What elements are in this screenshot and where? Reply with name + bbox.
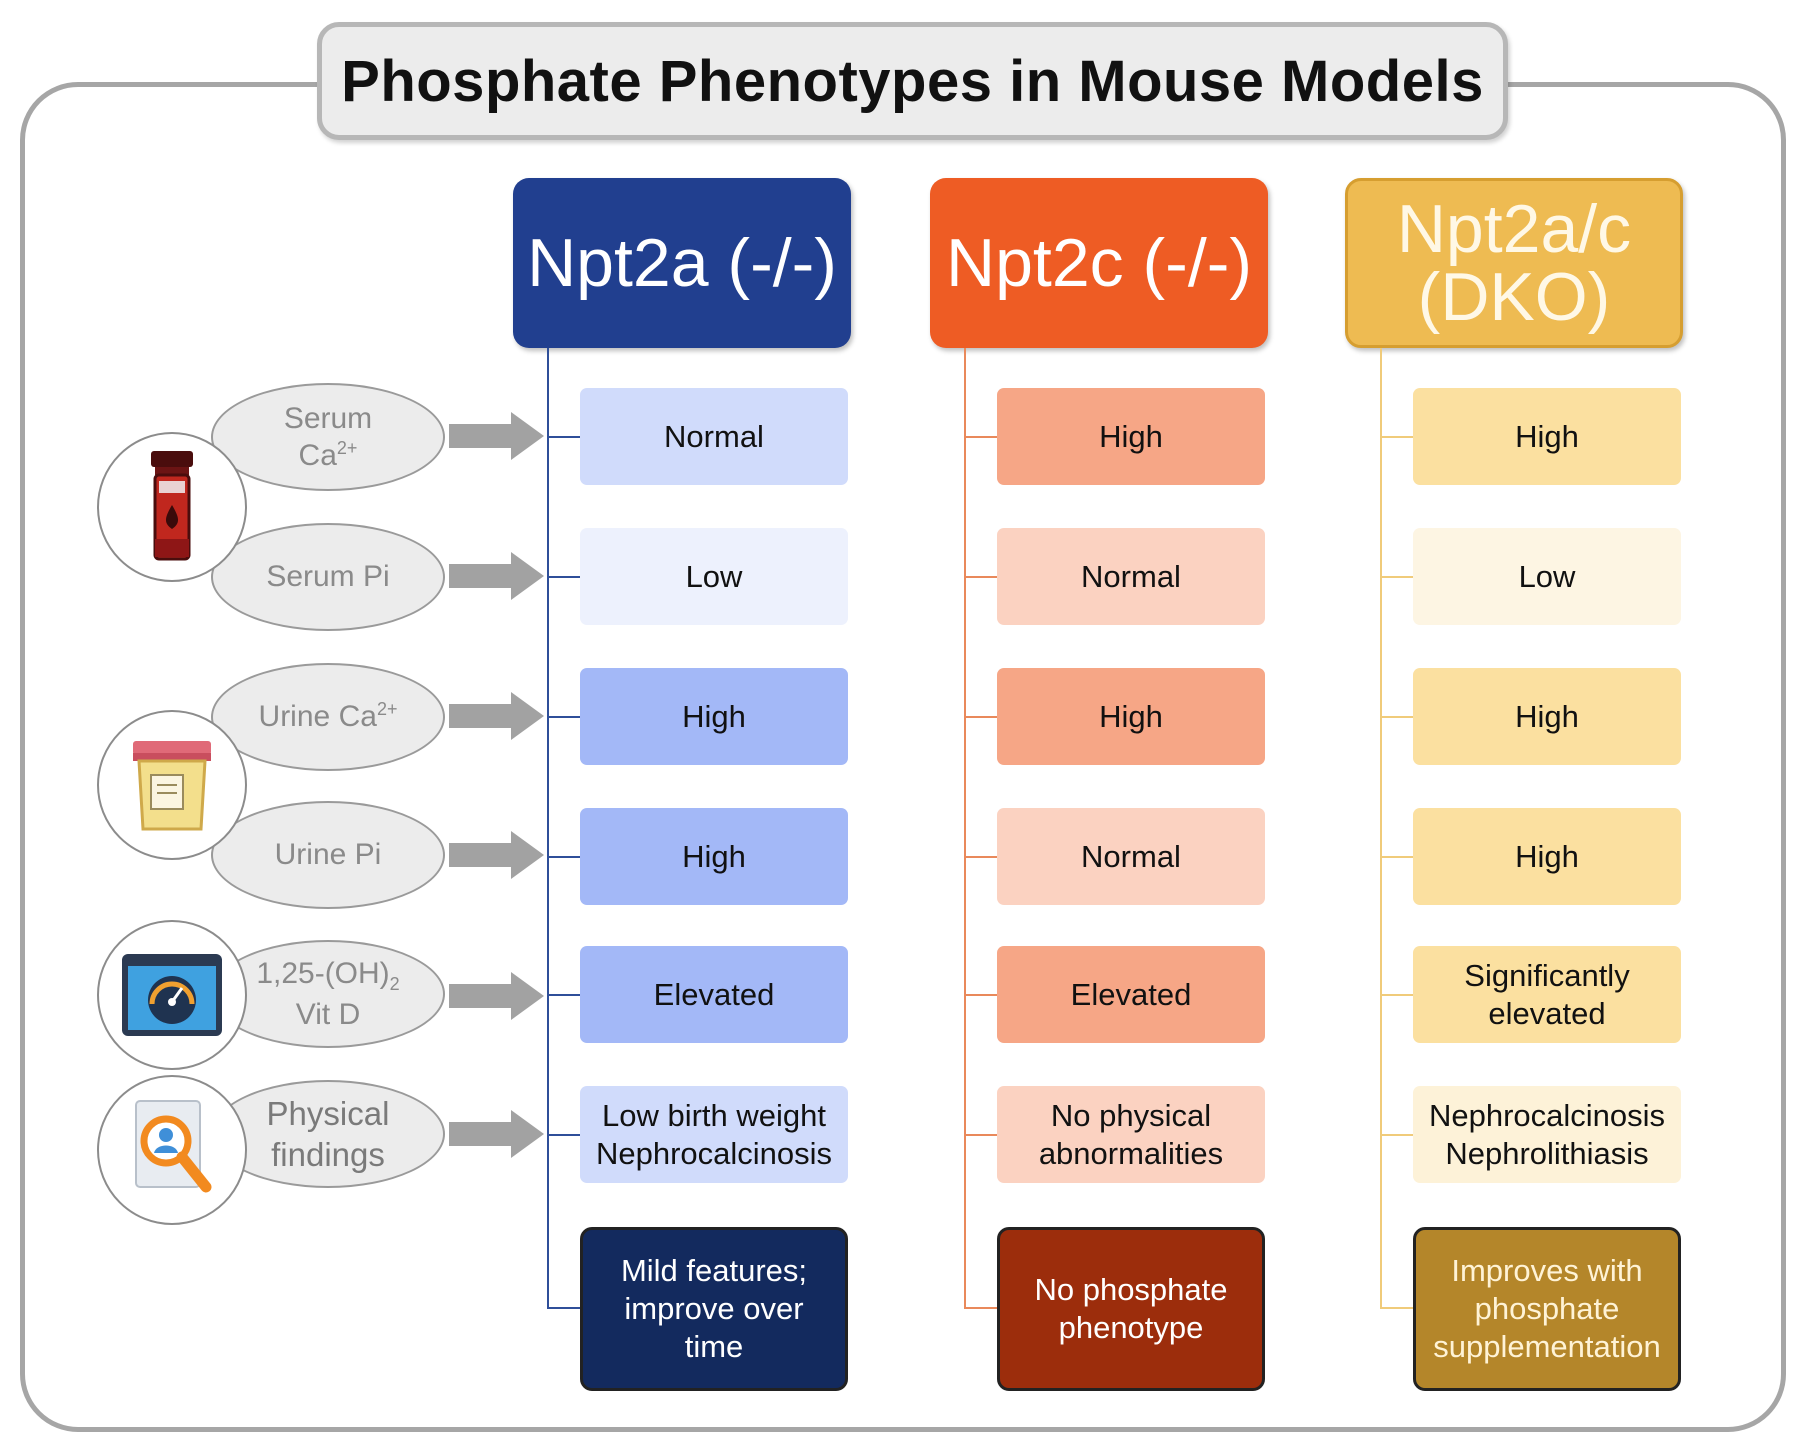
column-header-npt2a: Npt2a (-/-)	[513, 178, 851, 348]
arrow-serum-pi	[449, 552, 544, 600]
summary-box-npt2a: Mild features; improve over time	[580, 1227, 848, 1391]
phenotype-cell-npt2a: High	[580, 808, 848, 905]
summary-box-npt2c: No phosphate phenotype	[997, 1227, 1265, 1391]
title-box: Phosphate Phenotypes in Mouse Models	[317, 22, 1508, 140]
arrow-urine-ca	[449, 692, 544, 740]
tree-branch	[964, 994, 997, 996]
summary-box-dko: Improves with phosphate supplementation	[1413, 1227, 1681, 1391]
tree-branch	[964, 856, 997, 858]
blood-tube-circle	[97, 432, 247, 582]
phenotype-cell-npt2a: Normal	[580, 388, 848, 485]
phenotype-cell-dko: Low	[1413, 528, 1681, 625]
phenotype-cell-dko: High	[1413, 808, 1681, 905]
phenotype-cell-dko: Nephrocalcinosis Nephrolithiasis	[1413, 1086, 1681, 1183]
tree-branch	[964, 716, 997, 718]
tree-branch	[964, 576, 997, 578]
phenotype-cell-npt2a: Elevated	[580, 946, 848, 1043]
phenotype-cell-dko: Significantly elevated	[1413, 946, 1681, 1043]
magnifier-report-icon	[135, 1100, 212, 1193]
gauge-screen-icon	[122, 954, 222, 1036]
phenotype-cell-dko: High	[1413, 668, 1681, 765]
arrow-vit-d	[449, 972, 544, 1020]
tree-branch	[1380, 576, 1413, 578]
urine-cup-icon	[133, 741, 211, 831]
tree-branch	[547, 856, 580, 858]
arrow-serum-ca	[449, 412, 544, 460]
phenotype-cell-npt2c: Elevated	[997, 946, 1265, 1043]
phenotype-cell-npt2c: High	[997, 668, 1265, 765]
tree-branch	[547, 994, 580, 996]
param-urine-ca: Urine Ca2+	[211, 663, 445, 771]
column-header-dko: Npt2a/c (DKO)	[1345, 178, 1683, 348]
tree-branch	[1380, 716, 1413, 718]
tree-line-npt2c	[964, 348, 966, 1309]
column-header-npt2c: Npt2c (-/-)	[930, 178, 1268, 348]
tree-line-dko	[1380, 348, 1382, 1309]
phenotype-cell-npt2a: Low	[580, 528, 848, 625]
gauge-screen-circle	[97, 920, 247, 1070]
phenotype-cell-npt2c: No physical abnormalities	[997, 1086, 1265, 1183]
arrow-urine-pi	[449, 831, 544, 879]
urine-cup-circle	[97, 710, 247, 860]
phenotype-cell-npt2a: Low birth weight Nephrocalcinosis	[580, 1086, 848, 1183]
tree-branch	[547, 436, 580, 438]
tree-line-npt2a	[547, 348, 549, 1309]
tree-branch	[1380, 1134, 1413, 1136]
diagram-title: Phosphate Phenotypes in Mouse Models	[341, 48, 1484, 114]
arrow-physical	[449, 1110, 544, 1158]
blood-tube-icon	[151, 451, 193, 561]
tree-branch	[964, 1307, 997, 1309]
tree-branch	[964, 1134, 997, 1136]
tree-branch	[547, 1307, 580, 1309]
tree-branch	[1380, 856, 1413, 858]
tree-branch	[1380, 1307, 1413, 1309]
tree-branch	[1380, 436, 1413, 438]
param-serum-pi: Serum Pi	[211, 523, 445, 631]
tree-branch	[964, 436, 997, 438]
param-urine-pi: Urine Pi	[211, 801, 445, 909]
phenotype-cell-npt2c: High	[997, 388, 1265, 485]
phenotype-cell-npt2c: Normal	[997, 808, 1265, 905]
tree-branch	[547, 576, 580, 578]
tree-branch	[547, 1134, 580, 1136]
phenotype-cell-npt2a: High	[580, 668, 848, 765]
magnifier-report-circle	[97, 1075, 247, 1225]
phenotype-cell-dko: High	[1413, 388, 1681, 485]
tree-branch	[1380, 994, 1413, 996]
tree-branch	[547, 716, 580, 718]
phenotype-cell-npt2c: Normal	[997, 528, 1265, 625]
